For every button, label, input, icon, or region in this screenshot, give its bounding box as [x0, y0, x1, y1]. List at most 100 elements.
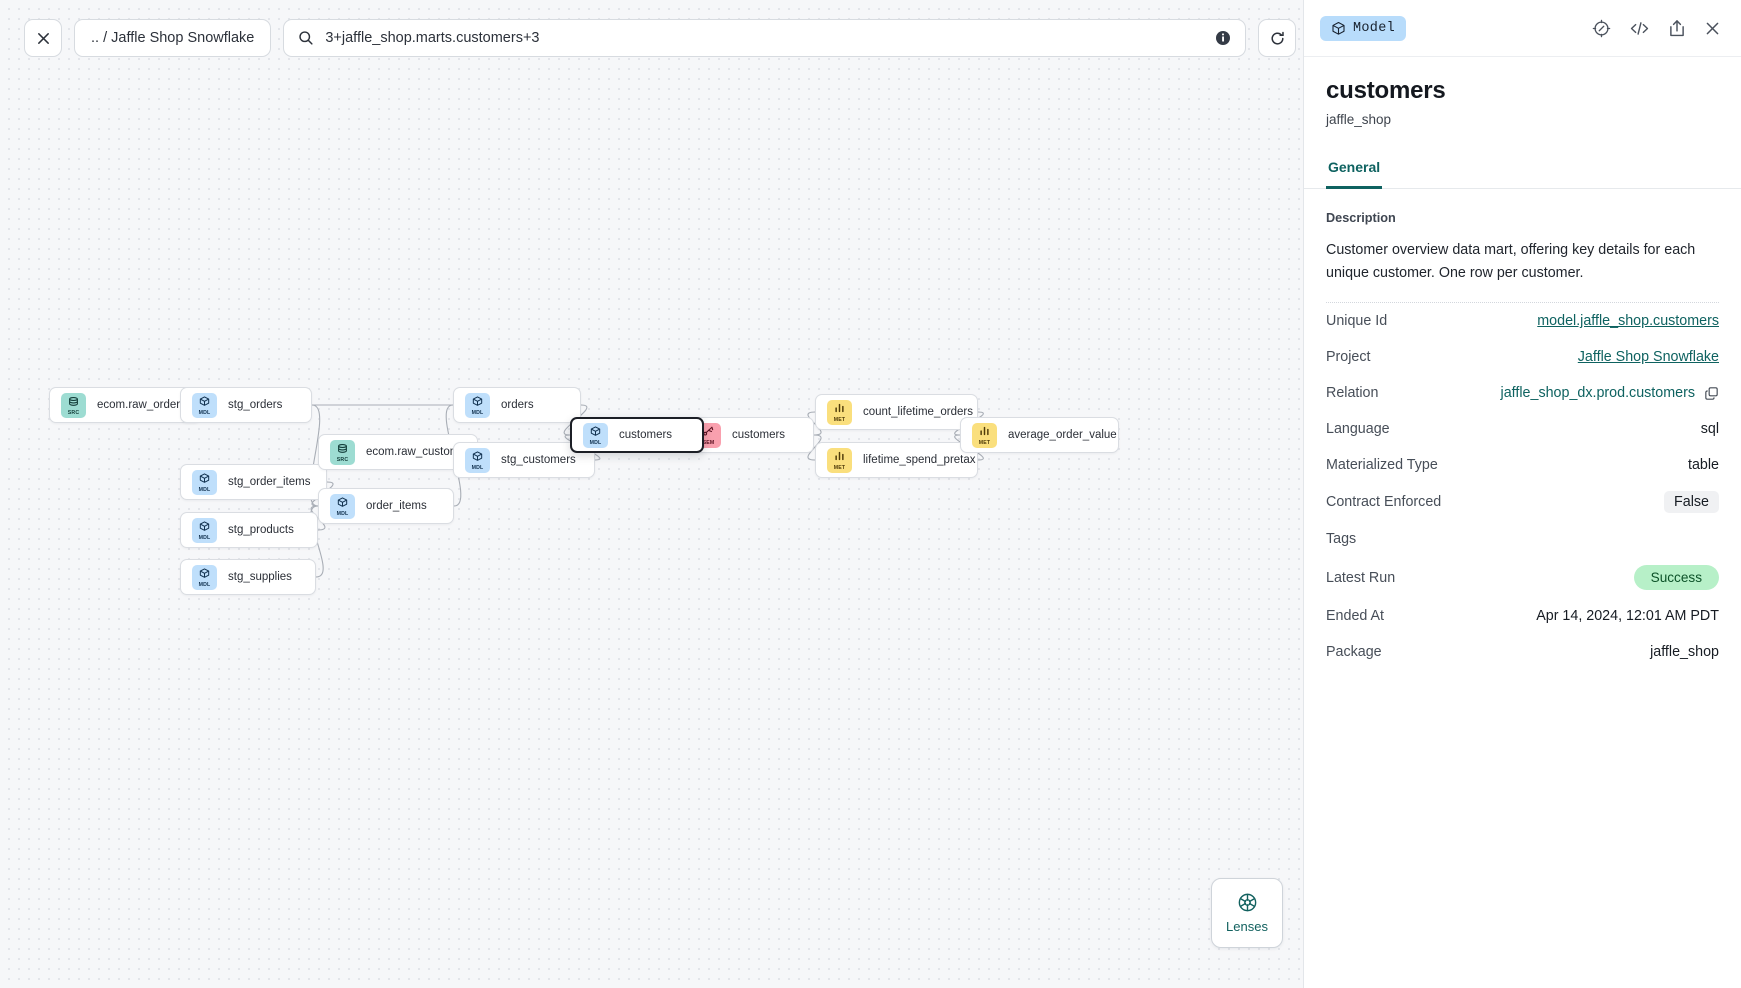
- lineage-node-label: customers: [619, 429, 673, 441]
- panel-header: Model: [1304, 0, 1741, 57]
- code-icon[interactable]: [1629, 19, 1650, 38]
- lineage-node-customers_model[interactable]: MDL customers: [570, 417, 704, 453]
- lineage-node-order_items[interactable]: MDL order_items: [318, 488, 454, 524]
- lenses-button[interactable]: Lenses: [1211, 878, 1283, 948]
- detail-value: table: [1688, 457, 1719, 473]
- detail-key: Relation: [1326, 385, 1379, 402]
- copy-icon[interactable]: [1704, 386, 1719, 401]
- detail-text: table: [1687, 457, 1719, 474]
- description-text: Customer overview data mart, offering ke…: [1326, 239, 1719, 304]
- lineage-node-lifetime_spend_pretax[interactable]: MET lifetime_spend_pretax: [815, 442, 978, 478]
- lineage-node-average_order_value[interactable]: MET average_order_value: [960, 417, 1119, 453]
- refresh-button[interactable]: [1258, 19, 1297, 57]
- panel-tabs: General: [1304, 152, 1741, 189]
- general-section: Description Customer overview data mart,…: [1304, 189, 1741, 700]
- status-badge: Success: [1633, 565, 1719, 591]
- met-badge-icon: MET: [827, 447, 852, 473]
- mdl-badge-icon: MDL: [192, 517, 217, 543]
- lineage-node-orders[interactable]: MDL orders: [453, 387, 581, 423]
- details-panel: Model: [1303, 0, 1741, 988]
- detail-value: Apr 14, 2024, 12:01 AM PDT: [1536, 608, 1719, 624]
- lineage-node-label: stg_supplies: [228, 571, 292, 583]
- aperture-icon: [1238, 893, 1256, 912]
- close-icon[interactable]: [1704, 20, 1721, 37]
- canvas-toolbar: .. / Jaffle Shop Snowflake: [24, 19, 1297, 57]
- mdl-badge-icon: MDL: [330, 493, 355, 519]
- lineage-node-stg_order_items[interactable]: MDL stg_order_items: [180, 464, 327, 500]
- lineage-node-label: ecom.raw_orders: [97, 399, 186, 411]
- src-badge-icon: SRC: [61, 392, 86, 418]
- mdl-badge-icon: MDL: [465, 392, 490, 418]
- lineage-node-label: average_order_value: [1008, 429, 1117, 441]
- detail-key: Package: [1326, 644, 1382, 661]
- detail-value[interactable]: model.jaffle_shop.customers: [1537, 313, 1719, 329]
- info-icon: [1216, 31, 1231, 45]
- lineage-node-label: stg_orders: [228, 399, 283, 411]
- lineage-node-label: stg_products: [228, 524, 294, 536]
- lineage-node-stg_orders[interactable]: MDL stg_orders: [180, 387, 312, 423]
- search-input[interactable]: [325, 20, 1205, 56]
- resource-type-badge: Model: [1320, 15, 1407, 41]
- detail-value[interactable]: jaffle_shop_dx.prod.customers: [1501, 385, 1719, 401]
- panel-body: customers jaffle_shop General Descriptio…: [1304, 57, 1741, 988]
- detail-value[interactable]: Jaffle Shop Snowflake: [1578, 349, 1719, 365]
- detail-value: sql: [1701, 421, 1719, 437]
- detail-key: Tags: [1326, 531, 1357, 548]
- detail-key: Unique Id: [1326, 313, 1388, 330]
- lineage-node-label: lifetime_spend_pretax: [863, 454, 976, 466]
- mdl-badge-icon: MDL: [192, 469, 217, 495]
- close-icon: [37, 32, 49, 44]
- lenses-label: Lenses: [1226, 919, 1268, 934]
- lineage-node-label: orders: [501, 399, 534, 411]
- detail-row: Package jaffle_shop: [1326, 634, 1719, 670]
- detail-row: Relation jaffle_shop_dx.prod.customers: [1326, 375, 1719, 411]
- lineage-node-label: customers: [732, 429, 786, 441]
- panel-title-zone: customers jaffle_shop: [1304, 57, 1741, 127]
- lineage-node-stg_supplies[interactable]: MDL stg_supplies: [180, 559, 316, 595]
- detail-text: jaffle_shop_dx.prod.customers: [1500, 385, 1695, 402]
- share-icon[interactable]: [1668, 19, 1686, 38]
- panel-action-icons: [1592, 19, 1721, 38]
- lineage-search[interactable]: [283, 19, 1247, 57]
- description-heading: Description: [1326, 211, 1396, 225]
- lineage-node-label: count_lifetime_orders: [863, 406, 973, 418]
- lineage-node-stg_products[interactable]: MDL stg_products: [180, 512, 318, 548]
- lineage-node-label: order_items: [366, 500, 427, 512]
- mdl-badge-icon: MDL: [192, 564, 217, 590]
- lineage-node-ecom_raw_orders[interactable]: SRC ecom.raw_orders: [49, 387, 201, 423]
- mdl-badge-icon: MDL: [583, 422, 608, 448]
- page-title: customers: [1326, 77, 1446, 104]
- cube-icon: [1332, 21, 1345, 35]
- detail-text: sql: [1700, 421, 1719, 438]
- mdl-badge-icon: MDL: [192, 392, 217, 418]
- breadcrumb[interactable]: .. / Jaffle Shop Snowflake: [74, 19, 272, 57]
- detail-row: Tags: [1326, 521, 1719, 557]
- search-info-button[interactable]: [1215, 30, 1231, 46]
- close-graph-button[interactable]: [24, 19, 62, 57]
- detail-text: jaffle_shop: [1650, 644, 1719, 661]
- detail-value: False: [1664, 491, 1719, 514]
- detail-row: Language sql: [1326, 411, 1719, 447]
- breadcrumb-label: .. / Jaffle Shop Snowflake: [91, 30, 255, 46]
- detail-key: Contract Enforced: [1326, 494, 1442, 511]
- src-badge-icon: SRC: [330, 439, 355, 465]
- lineage-node-label: stg_order_items: [228, 476, 311, 488]
- status-chip: False: [1664, 491, 1719, 514]
- met-badge-icon: MET: [972, 422, 997, 448]
- lineage-node-label: stg_customers: [501, 454, 576, 466]
- focus-icon[interactable]: [1592, 19, 1611, 38]
- tab-general[interactable]: General: [1326, 152, 1383, 189]
- detail-row: Unique Id model.jaffle_shop.customers: [1326, 303, 1719, 339]
- detail-key: Language: [1326, 421, 1390, 438]
- search-icon: [299, 31, 313, 45]
- detail-row: Contract Enforced False: [1326, 483, 1719, 521]
